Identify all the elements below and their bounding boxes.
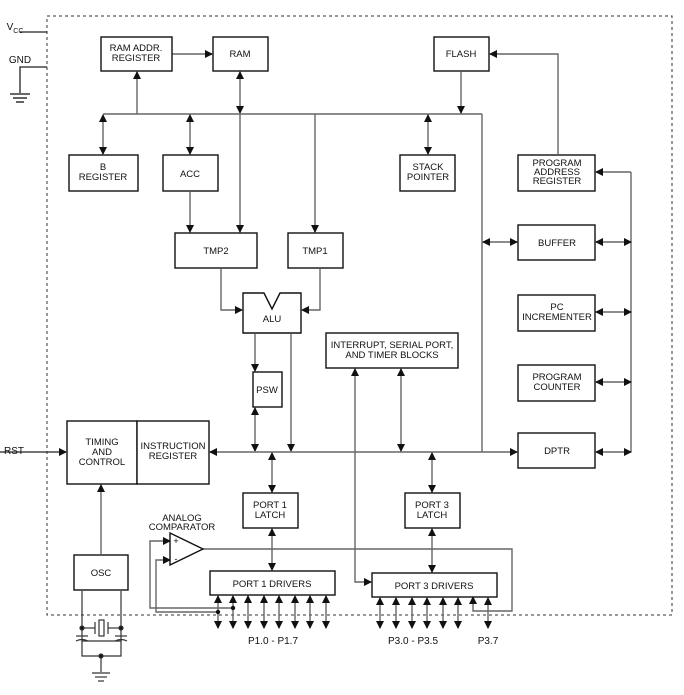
svg-text:STACK: STACK bbox=[413, 162, 445, 173]
svg-text:-: - bbox=[174, 554, 177, 565]
vcc-label: VCC bbox=[7, 22, 24, 35]
acc-block: ACC bbox=[162, 154, 219, 192]
gnd-label: GND bbox=[9, 55, 31, 66]
buffer-block: BUFFER bbox=[517, 224, 596, 261]
svg-text:REGISTER: REGISTER bbox=[112, 53, 161, 64]
gnd-line bbox=[19, 66, 47, 93]
svg-text:COUNTER: COUNTER bbox=[534, 382, 581, 393]
svg-text:INCREMENTER: INCREMENTER bbox=[522, 312, 592, 323]
svg-text:TIMING: TIMING bbox=[85, 437, 118, 448]
svg-text:COMPARATOR: COMPARATOR bbox=[149, 522, 216, 533]
svg-text:DPTR: DPTR bbox=[544, 446, 570, 457]
svg-text:B: B bbox=[100, 162, 106, 173]
svg-text:PROGRAM: PROGRAM bbox=[532, 158, 581, 169]
port1-drivers: PORT 1 DRIVERS bbox=[209, 570, 336, 596]
crystal-network bbox=[75, 591, 128, 682]
ram-address-register: RAM ADDR.REGISTER bbox=[100, 36, 173, 72]
svg-text:PORT 3: PORT 3 bbox=[415, 500, 449, 511]
svg-text:ANALOG: ANALOG bbox=[162, 513, 202, 524]
ground-icon bbox=[10, 93, 30, 103]
svg-text:PC: PC bbox=[550, 302, 563, 313]
svg-text:REGISTER: REGISTER bbox=[533, 176, 582, 187]
svg-text:PORT 1: PORT 1 bbox=[253, 500, 287, 511]
svg-text:RAM: RAM bbox=[229, 49, 250, 60]
svg-text:TMP2: TMP2 bbox=[203, 246, 228, 257]
port3-drivers: PORT 3 DRIVERS bbox=[371, 572, 498, 598]
rst-label: RST bbox=[4, 446, 24, 457]
chip-boundary bbox=[46, 15, 673, 616]
svg-text:FLASH: FLASH bbox=[446, 49, 477, 60]
svg-text:AND TIMER BLOCKS: AND TIMER BLOCKS bbox=[345, 350, 438, 361]
svg-text:POINTER: POINTER bbox=[407, 172, 449, 183]
svg-text:PROGRAM: PROGRAM bbox=[532, 372, 581, 383]
svg-text:AND: AND bbox=[92, 447, 112, 458]
dptr-block: DPTR bbox=[517, 432, 596, 469]
tmp1-block: TMP1 bbox=[287, 232, 344, 269]
osc-block: OSC bbox=[73, 554, 129, 591]
svg-text:ADDRESS: ADDRESS bbox=[534, 167, 580, 178]
svg-text:INTERRUPT, SERIAL PORT,: INTERRUPT, SERIAL PORT, bbox=[331, 340, 453, 351]
flash-block: FLASH bbox=[433, 36, 490, 72]
svg-text:REGISTER: REGISTER bbox=[149, 451, 198, 462]
svg-text:OSC: OSC bbox=[91, 568, 112, 579]
internal-bus bbox=[0, 50, 632, 613]
svg-text:RAM ADDR.: RAM ADDR. bbox=[110, 43, 163, 54]
p37-pin-label: P3.7 bbox=[478, 636, 499, 647]
svg-text:BUFFER: BUFFER bbox=[538, 238, 576, 249]
svg-text:PORT 1 DRIVERS: PORT 1 DRIVERS bbox=[233, 579, 312, 590]
port3-pins bbox=[376, 597, 492, 629]
psw-block: PSW bbox=[252, 371, 283, 408]
svg-text:INSTRUCTION: INSTRUCTION bbox=[141, 441, 206, 452]
alu-block: ALU bbox=[242, 292, 302, 334]
svg-text:PORT 3 DRIVERS: PORT 3 DRIVERS bbox=[395, 581, 474, 592]
port1-pins bbox=[214, 595, 330, 629]
svg-text:+: + bbox=[173, 536, 179, 547]
p3-pin-label: P3.0 - P3.5 bbox=[388, 636, 438, 647]
svg-text:TMP1: TMP1 bbox=[302, 246, 327, 257]
p1-pin-label: P1.0 - P1.7 bbox=[248, 636, 298, 647]
svg-text:CONTROL: CONTROL bbox=[79, 457, 125, 468]
svg-text:PSW: PSW bbox=[256, 385, 278, 396]
ram-block: RAM bbox=[212, 36, 269, 72]
svg-text:REGISTER: REGISTER bbox=[79, 172, 128, 183]
svg-text:LATCH: LATCH bbox=[255, 510, 286, 521]
interrupt-serial-timer-block: INTERRUPT, SERIAL PORT,AND TIMER BLOCKS bbox=[325, 332, 459, 369]
svg-text:LATCH: LATCH bbox=[417, 510, 448, 521]
tmp2-block: TMP2 bbox=[174, 232, 258, 269]
svg-text:ALU: ALU bbox=[263, 314, 282, 325]
svg-text:ACC: ACC bbox=[180, 169, 200, 180]
